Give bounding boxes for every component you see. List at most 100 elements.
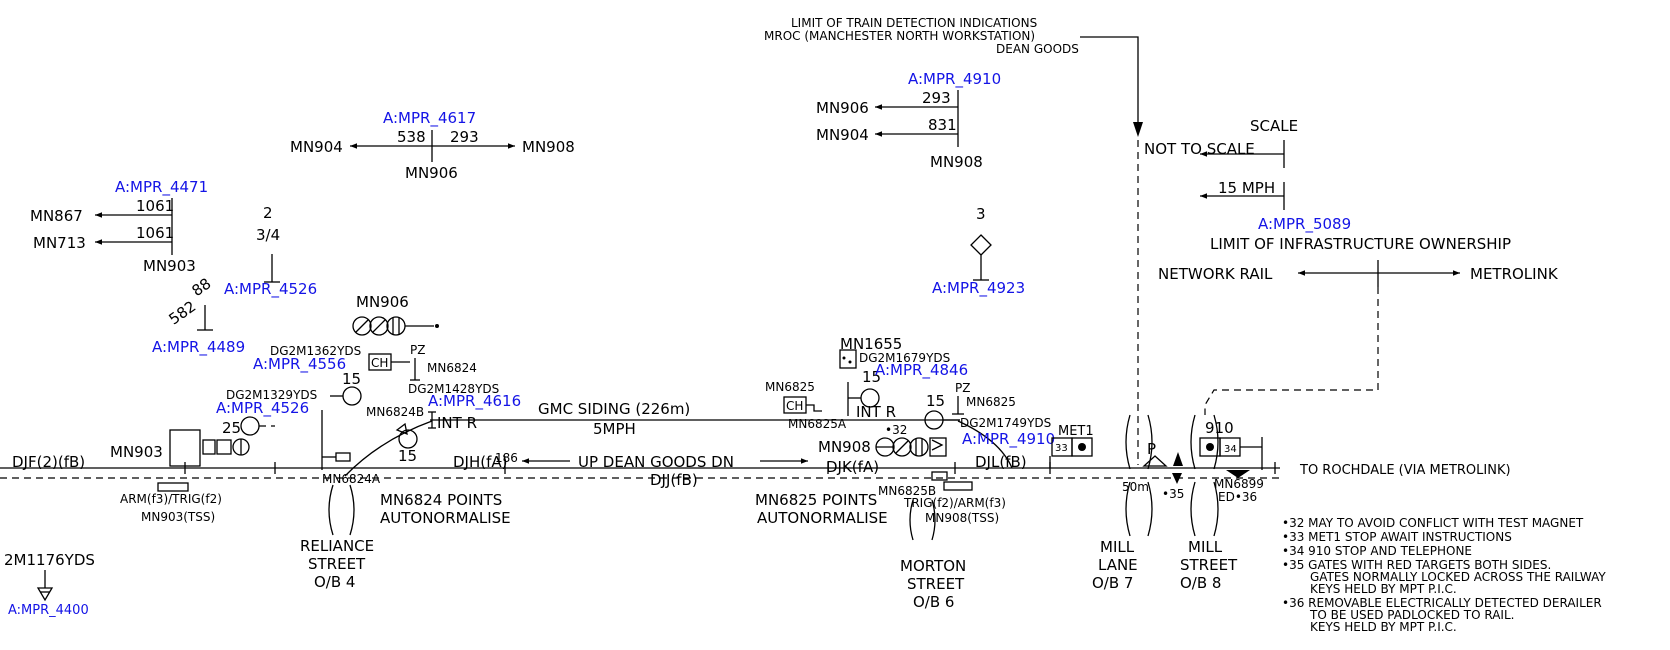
speed-15-b: 15: [398, 447, 417, 465]
note-35-cont1: GATES NORMALLY LOCKED ACROSS THE RAILWAY: [1310, 570, 1606, 584]
limit-train-2: MROC (MANCHESTER NORTH WORKSTATION): [764, 29, 1035, 43]
note-36-cont2: KEYS HELD BY MPT P.I.C.: [1310, 620, 1457, 634]
label-trig-arm-b: TRIG(f2)/ARM(f3): [903, 496, 1006, 510]
note-33: •33 MET1 STOP AWAIT INSTRUCTIONS: [1282, 530, 1512, 544]
label-dg1679: DG2M1679YDS: [859, 351, 950, 365]
label-met1: MET1: [1058, 424, 1094, 439]
label-mn903tss: MN903(TSS): [141, 510, 215, 524]
mn908-signal: [875, 437, 947, 457]
label-dg1749: DG2M1749YDS: [960, 416, 1051, 430]
label-mn6899: MN6899: [1214, 477, 1264, 491]
label-dg1362: DG2M1362YDS: [270, 344, 361, 358]
note-36: •36 REMOVABLE ELECTRICALLY DETECTED DERA…: [1282, 596, 1602, 610]
label-3: 3: [976, 205, 986, 223]
dist-293: 293: [450, 128, 479, 146]
mn6825-points: MN6825 POINTS: [755, 491, 877, 509]
label-32: •32: [885, 423, 907, 437]
mill-st-2: STREET: [1180, 556, 1238, 574]
ref-5089: A:MPR_5089: [1258, 215, 1351, 234]
label-mn6824b: MN6824B: [366, 405, 424, 419]
note-32: •32 MAY TO AVOID CONFLICT WITH TEST MAGN…: [1282, 516, 1584, 530]
label-scale: SCALE: [1250, 117, 1298, 135]
ref-4923: A:MPR_4923: [932, 279, 1025, 298]
speed-15-a: 15: [342, 370, 361, 388]
dist-538: 538: [397, 128, 426, 146]
label-33: 33: [1055, 443, 1068, 454]
note-34: •34 910 STOP AND TELEPHONE: [1282, 544, 1472, 558]
label-35: •35: [1162, 487, 1184, 501]
label-mn867: MN867: [30, 207, 83, 225]
mill-st-1: MILL: [1188, 538, 1223, 556]
label-ed36: ED•36: [1218, 490, 1257, 504]
ch-label-right: CH: [786, 399, 803, 413]
int-r-left: INT R: [437, 414, 477, 432]
mn6825-autonormalise: AUTONORMALISE: [757, 509, 888, 527]
ref-4471: A:MPR_4471: [115, 178, 208, 197]
reliance-3: O/B 4: [314, 573, 355, 591]
gate-marker: [1142, 455, 1168, 467]
label-mn6825: MN6825: [765, 380, 815, 394]
mill-st-3: O/B 8: [1180, 574, 1221, 592]
dist-88: 88: [188, 274, 214, 300]
int-r-right: INT R: [856, 403, 896, 421]
ref-4910-lower: A:MPR_4910: [962, 430, 1055, 449]
notes-block: •32 MAY TO AVOID CONFLICT WITH TEST MAGN…: [1282, 516, 1606, 634]
label-50m: 50m: [1122, 480, 1149, 494]
siding-connection-east: [957, 420, 1013, 469]
ref-4400: A:MPR_4400: [8, 603, 89, 618]
limit-train-1: LIMIT OF TRAIN DETECTION INDICATIONS: [791, 16, 1037, 30]
track-djk: DJK(fA): [826, 458, 879, 476]
ref-4526-lower: A:MPR_4526: [216, 399, 309, 418]
label-mn903-track: MN903: [110, 443, 163, 461]
label-mn906-signal: MN906: [356, 293, 409, 311]
siding-connection-west: [344, 420, 433, 477]
ref-4526-upper: A:MPR_4526: [224, 280, 317, 299]
label-mn906-right: MN906: [816, 99, 869, 117]
ref-4489: A:MPR_4489: [152, 338, 245, 357]
track-djh: DJH(fA): [453, 453, 508, 471]
marker-2m1176: [36, 587, 54, 602]
morton-2: STREET: [907, 575, 965, 593]
ref-4910-top: A:MPR_4910: [908, 70, 1001, 89]
infra-limit-leader: [1204, 287, 1379, 415]
pz-label-left: PZ: [410, 343, 425, 357]
mn6824-points: MN6824 POINTS: [380, 491, 502, 509]
label-3-4: 3/4: [256, 226, 280, 244]
dist-582: 582: [166, 297, 200, 328]
label-15mph: 15 MPH: [1218, 179, 1275, 197]
track-djl: DJL(fB): [975, 453, 1027, 471]
label-mn904-right: MN904: [816, 126, 869, 144]
dist-1061-b: 1061: [136, 224, 174, 242]
label-mn713: MN713: [33, 234, 86, 252]
label-mn908-left: MN908: [522, 138, 575, 156]
label-mn1655: MN1655: [840, 335, 902, 353]
note-35-cont2: KEYS HELD BY MPT P.I.C.: [1310, 582, 1457, 596]
label-mn6824: MN6824: [427, 361, 477, 375]
speed-15-c: 15: [862, 368, 881, 386]
ref-4556: A:MPR_4556: [253, 355, 346, 374]
label-mn6825-pz: MN6825: [966, 395, 1016, 409]
diamond-marker: [970, 234, 992, 256]
label-2m1176: 2M1176YDS: [4, 551, 95, 569]
limit-train-leader: [1080, 36, 1139, 130]
mill-lane-1: MILL: [1100, 538, 1135, 556]
label-mn908tss: MN908(TSS): [925, 511, 999, 525]
ref-4846: A:MPR_4846: [875, 361, 968, 380]
label-up-dean: UP DEAN GOODS DN: [578, 453, 734, 471]
label-mn6825a: MN6825A: [788, 417, 847, 431]
label-dg1428: DG2M1428YDS: [408, 382, 499, 396]
label-34: 34: [1224, 444, 1237, 455]
speed-25: 25: [222, 419, 241, 437]
label-mn6824a: MN6824A: [322, 472, 381, 486]
label-2: 2: [263, 204, 273, 222]
label-mn6825b: MN6825B: [878, 484, 936, 498]
not-to-scale: NOT TO SCALE: [1144, 140, 1255, 158]
mn906-signal: [352, 316, 439, 336]
pz-label-right: PZ: [955, 381, 970, 395]
label-mn904-left: MN904: [290, 138, 343, 156]
morton-1: MORTON: [900, 557, 966, 575]
ref-4617: A:MPR_4617: [383, 109, 476, 128]
mill-lane-2: LANE: [1098, 556, 1138, 574]
